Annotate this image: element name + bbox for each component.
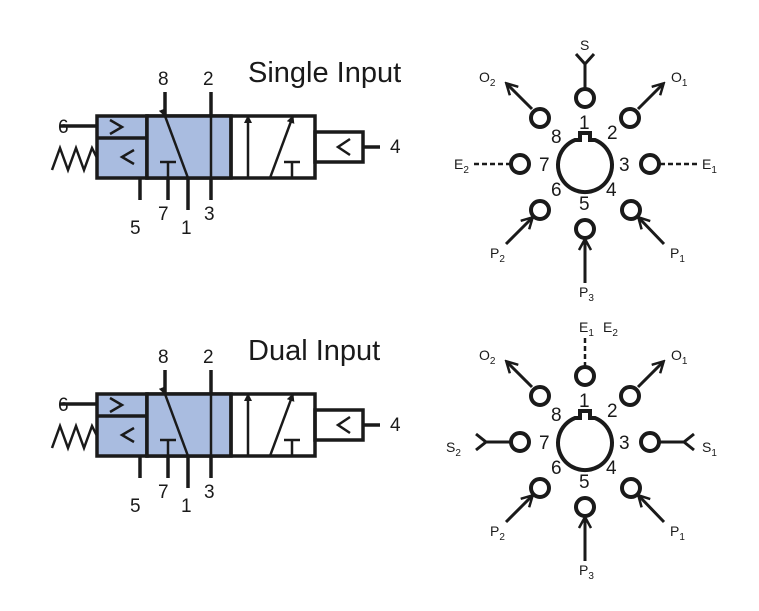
ring-number: 1 <box>579 391 590 412</box>
ring-number: 8 <box>551 405 562 426</box>
ring-number: 3 <box>619 155 630 176</box>
valve-port-label: 8 <box>158 69 169 90</box>
supply-fork-icon <box>574 52 596 67</box>
port-label-p2: P2 <box>490 245 505 265</box>
ring-number: 8 <box>551 127 562 148</box>
port-label-s: S <box>580 37 589 53</box>
valve-port-label: 6 <box>58 395 69 416</box>
port-label-p2: P2 <box>490 523 505 543</box>
dual-valve-symbol <box>52 370 380 488</box>
dual-input-section: Dual Input 6 8 2 4 5 7 1 3 E1 E2 1 2 3 4… <box>52 319 717 582</box>
ring-number: 2 <box>607 401 618 422</box>
port-label-o2: O2 <box>479 69 496 89</box>
port-label-s2: S2 <box>446 439 461 459</box>
valve-port-label: 3 <box>204 204 215 225</box>
valve-port-label: 4 <box>390 415 401 436</box>
port-label-s1: S1 <box>702 439 717 459</box>
ring-number: 2 <box>607 123 618 144</box>
single-valve-symbol <box>52 92 380 210</box>
port-label-e1-top: E1 <box>579 319 594 339</box>
ring-number: 4 <box>606 180 617 201</box>
valve-port-label: 7 <box>158 204 169 225</box>
single-input-title: Single Input <box>248 57 401 89</box>
valve-port-label: 5 <box>130 496 141 517</box>
valve-port-label: 4 <box>390 137 401 158</box>
ring-number: 7 <box>539 433 550 454</box>
ring-number: 7 <box>539 155 550 176</box>
valve-port-label: 2 <box>203 347 214 368</box>
valve-port-label: 5 <box>130 218 141 239</box>
port-label-o2: O2 <box>479 347 496 367</box>
ring-number: 5 <box>579 472 590 493</box>
valve-port-label: 2 <box>203 69 214 90</box>
valve-port-label: 8 <box>158 347 169 368</box>
ring-number: 6 <box>551 458 562 479</box>
port-label-p1: P1 <box>670 245 685 265</box>
supply-fork-s2-icon <box>475 432 489 452</box>
port-label-o1: O1 <box>671 69 688 89</box>
ring-number: 4 <box>606 458 617 479</box>
single-input-section: Single Input 6 8 2 4 5 7 1 3 S 1 2 3 4 5… <box>52 37 717 304</box>
port-label-e2-top: E2 <box>603 319 618 339</box>
port-label-e2: E2 <box>454 156 469 176</box>
valve-port-label: 6 <box>58 117 69 138</box>
ring-number: 5 <box>579 194 590 215</box>
port-label-e1: E1 <box>702 156 717 176</box>
valve-port-label: 3 <box>204 482 215 503</box>
ring-number: 6 <box>551 180 562 201</box>
port-label-o1: O1 <box>671 347 688 367</box>
valve-port-label: 1 <box>181 496 192 517</box>
port-label-p3: P3 <box>579 562 594 582</box>
port-label-p1: P1 <box>670 523 685 543</box>
valve-port-label: 1 <box>181 218 192 239</box>
ring-number: 1 <box>579 113 590 134</box>
dual-input-title: Dual Input <box>248 335 380 367</box>
ring-number: 3 <box>619 433 630 454</box>
port-label-p3: P3 <box>579 284 594 304</box>
valve-port-label: 7 <box>158 482 169 503</box>
supply-fork-s1-icon <box>681 432 695 452</box>
